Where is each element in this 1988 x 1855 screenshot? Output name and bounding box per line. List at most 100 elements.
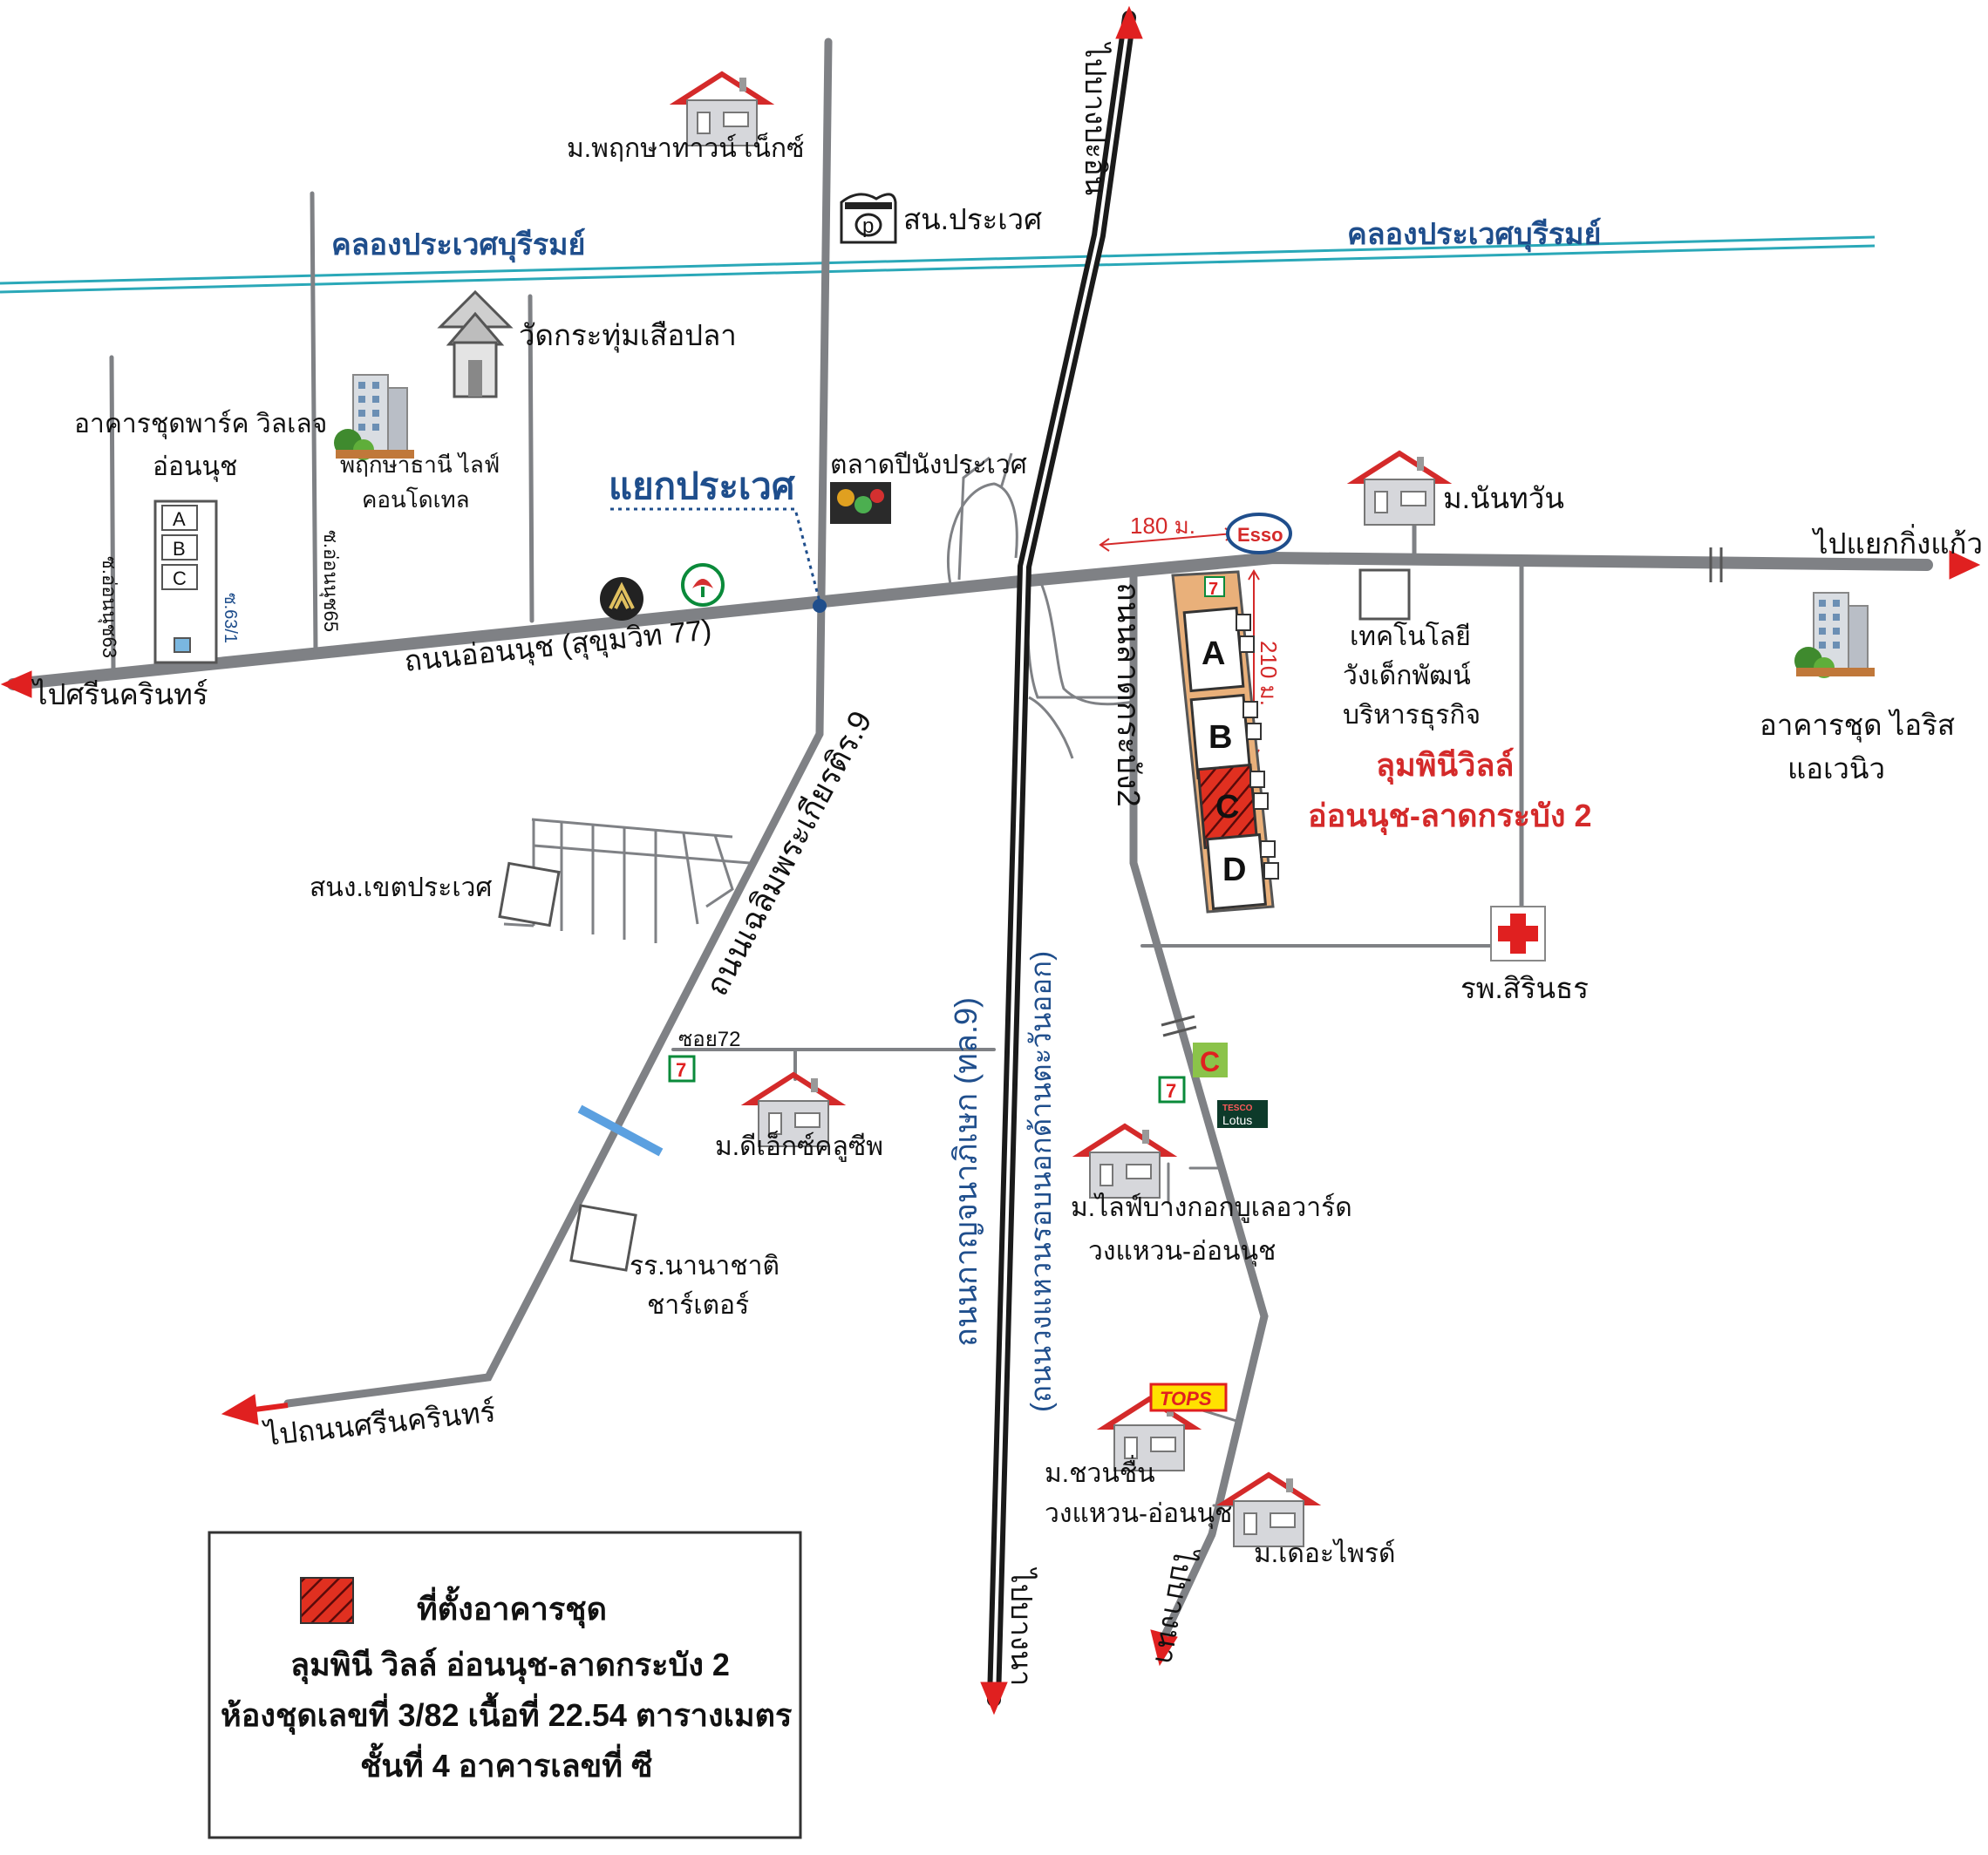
place-label: วงแหวน-อ่อนนุช bbox=[1045, 1499, 1232, 1530]
road-breaks bbox=[1161, 547, 1723, 1037]
tesco-lotus-logo-icon: TESCO Lotus bbox=[1217, 1100, 1268, 1128]
arrow-north bbox=[1115, 5, 1143, 39]
interchange bbox=[946, 452, 1134, 759]
big-c-text: C bbox=[1200, 1046, 1220, 1077]
plan-label: C bbox=[173, 567, 187, 589]
place-label: สน.ประเวศ bbox=[903, 203, 1042, 235]
place-label: แอเวนิว bbox=[1787, 752, 1885, 785]
arrow-southwest bbox=[221, 1394, 259, 1425]
building-label: C bbox=[1215, 789, 1239, 826]
direction-label: ไปบางนา bbox=[1149, 1544, 1202, 1668]
legend-line: ที่ตั้งอาคารชุด bbox=[417, 1586, 607, 1629]
place-label: อาคารชุดพาร์ค วิลเลจ bbox=[74, 409, 327, 440]
seven-eleven-icon: 7 bbox=[1158, 1076, 1186, 1104]
building-label: B bbox=[1208, 719, 1232, 756]
seven-eleven-icon bbox=[1204, 576, 1225, 597]
seven-eleven-text: 7 bbox=[1208, 580, 1218, 599]
onnut-road bbox=[7, 551, 1933, 690]
place-label: เทคโนโลยี bbox=[1350, 621, 1471, 651]
lat-krabang2-road bbox=[1129, 571, 1269, 1539]
district-office-building bbox=[498, 861, 561, 928]
canal-label: คลองประเวศบุรีรมย์ bbox=[331, 228, 585, 263]
arrow-west bbox=[0, 670, 32, 698]
temple-icon bbox=[437, 289, 514, 398]
esso-text: Esso bbox=[1237, 524, 1283, 546]
direction-label: ไปบางปะอิน bbox=[1079, 41, 1112, 195]
direction-label: ไปศรีนครินทร์ bbox=[31, 678, 208, 710]
hospital-icon bbox=[1490, 906, 1546, 961]
site-subtitle: อ่อนนุช-ลาดกระบัง 2 bbox=[1308, 798, 1591, 836]
tech-school-building bbox=[1358, 568, 1411, 621]
road-label: ซ.อ่อนนุช63 bbox=[98, 556, 120, 658]
place-label: ม.เดอะไพรด์ bbox=[1254, 1538, 1395, 1568]
place-label: คอนโดเทล bbox=[362, 486, 470, 513]
police-sign-letter: p bbox=[862, 214, 874, 238]
place-label: ตลาดปีนังประเวศ bbox=[830, 451, 1027, 479]
legend-line: ห้องชุดเลขที่ 3/82 เนื้อที่ 22.54 ตารางเ… bbox=[221, 1692, 793, 1736]
seven-eleven-icon: 7 bbox=[668, 1055, 696, 1083]
house-icon bbox=[1081, 1126, 1168, 1198]
lumpini-site: A B C D 7 bbox=[1171, 570, 1279, 914]
tops-logo-icon: TOPS bbox=[1149, 1383, 1228, 1412]
place-label: บริหารธุรกิจ bbox=[1343, 701, 1481, 731]
road-network bbox=[7, 37, 1933, 1539]
condo-icon bbox=[1794, 592, 1876, 679]
road-label: ซอย72 bbox=[678, 1028, 740, 1051]
place-label: อ่อนนุช bbox=[153, 452, 237, 483]
place-label: ชาร์เตอร์ bbox=[647, 1290, 749, 1320]
building-d bbox=[1206, 832, 1267, 911]
building-label: A bbox=[1202, 635, 1225, 672]
school-building bbox=[569, 1204, 637, 1272]
road-label: (ถนนวงแหวนรอบนอกด้านตะวันออก) bbox=[1025, 951, 1057, 1412]
seven-eleven-text: 7 bbox=[676, 1059, 686, 1081]
place-label: ม.พฤกษาทาวน์ เน็กซ์ bbox=[567, 132, 804, 163]
legend-line: ชั้นที่ 4 อาคารเลขที่ ซี bbox=[360, 1743, 652, 1784]
place-label: พฤกษาธานี ไลฟ์ bbox=[340, 452, 500, 478]
distance-label: 180 ม. bbox=[1130, 513, 1195, 539]
building-label: D bbox=[1222, 852, 1246, 888]
condo-icon bbox=[333, 374, 415, 461]
market-icon bbox=[830, 482, 891, 524]
site-marker-icon bbox=[300, 1577, 354, 1624]
place-label: ม.ชวนชื่น bbox=[1045, 1455, 1155, 1488]
kanchanaphisek-highway bbox=[987, 10, 1136, 1707]
seven-eleven-text: 7 bbox=[1166, 1080, 1176, 1102]
tops-text: TOPS bbox=[1160, 1388, 1212, 1410]
place-label: ม.นันทวัน bbox=[1443, 482, 1564, 514]
junction-pointer bbox=[610, 507, 827, 613]
direction-arrows bbox=[0, 5, 1981, 1716]
place-label: วังเด็กพัฒน์ bbox=[1343, 659, 1471, 690]
big-c-logo-icon: C bbox=[1193, 1043, 1228, 1077]
place-label: ม.ดีเอ็กซ์คลูซีพ bbox=[715, 1130, 883, 1162]
plan-label: B bbox=[173, 538, 186, 560]
place-label: รพ.สิรินธร bbox=[1460, 972, 1589, 1004]
tesco-text: TESCO bbox=[1222, 1104, 1253, 1113]
direction-label: ไปแยกกิ่งแก้ว bbox=[1811, 524, 1983, 560]
place-label: รร.นานาชาติ bbox=[630, 1252, 780, 1281]
legend-line: ลุมพินี วิลล์ อ่อนนุช-ลาดกระบัง 2 bbox=[290, 1647, 730, 1685]
north-road bbox=[815, 37, 833, 738]
esso-logo-icon: Esso bbox=[1226, 513, 1292, 554]
place-label: วงแหวน-อ่อนนุช bbox=[1088, 1237, 1276, 1267]
house-icon bbox=[1356, 453, 1443, 525]
lotus-text: Lotus bbox=[1222, 1113, 1252, 1127]
place-label: วัดกระทุ่มเสือปลา bbox=[519, 319, 737, 353]
place-label: อาคารชุด ไอริส bbox=[1760, 709, 1955, 743]
road-label: ถนนกาญจนาภิเษก (ทล.9) bbox=[948, 997, 984, 1347]
distance-label: 210 ม. bbox=[1256, 641, 1282, 706]
bank-logo-icon bbox=[600, 577, 643, 621]
canal-label: คลองประเวศบุรีรมย์ bbox=[1347, 217, 1601, 253]
legend: ที่ตั้งอาคารชุด ลุมพินี วิลล์ อ่อนนุช-ลา… bbox=[208, 1531, 802, 1839]
plan-label: A bbox=[173, 508, 186, 530]
junction-label: แยกประเวศ bbox=[609, 465, 796, 506]
arrow-east bbox=[1949, 550, 1981, 580]
road-label: ถนนเฉลิมพระเกียรติร.9 bbox=[698, 705, 879, 1002]
bridge-marker bbox=[577, 1104, 664, 1157]
road-label: ซ.อ่อนนุช65 bbox=[319, 530, 342, 632]
kasikorn-logo-icon bbox=[681, 563, 725, 607]
place-label: ม.ไลฟ์บางกอกบูเลอวาร์ด bbox=[1071, 1192, 1352, 1223]
road-label: ซ.63/1 bbox=[221, 593, 240, 643]
site-title: ลุมพินีวิลล์ bbox=[1376, 747, 1514, 785]
chalerm-road bbox=[283, 730, 824, 1408]
